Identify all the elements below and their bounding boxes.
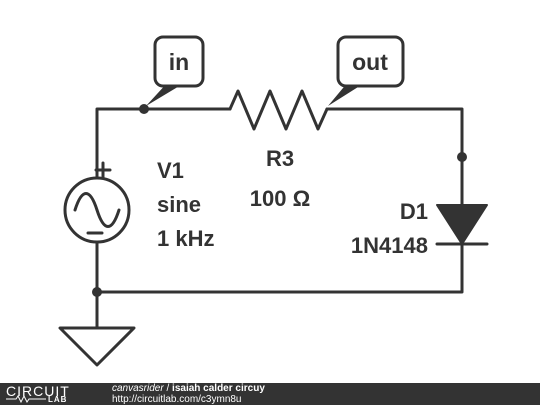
credit-separator: / (163, 383, 173, 394)
r3-name-label: R3 (266, 146, 294, 171)
circuit-url-link[interactable]: http://circuitlab.com/c3ymn8u (112, 394, 242, 405)
r3-value-label: 100 Ω (250, 186, 310, 211)
v1-type-label: sine (157, 192, 201, 217)
ground-symbol (58, 326, 136, 367)
d1-name-label: D1 (400, 199, 428, 224)
v1-freq-label: 1 kHz (157, 226, 214, 251)
circuitlab-logo[interactable]: CIRCUIT LAB (6, 383, 92, 404)
wire-top-left (95, 107, 232, 180)
circuit-title-link[interactable]: isaiah calder circuy (172, 383, 265, 394)
logo-resistor-icon (6, 395, 46, 403)
diode-d1-symbol (435, 204, 489, 246)
resistor-r3-symbol (228, 89, 329, 131)
author-link[interactable]: canvasrider (112, 383, 164, 394)
logo-word: CIRCUIT (6, 383, 70, 399)
logo-sub: LAB (48, 395, 68, 404)
net-label-out-text: out (352, 49, 388, 75)
junction-dot-bottom (92, 287, 102, 297)
net-label-in-text: in (169, 49, 189, 75)
wire-diode-bottom (95, 242, 464, 294)
sine-source-v1-symbol (63, 161, 131, 244)
credit-line: canvasrider / isaiah calder circuy (112, 383, 265, 394)
v1-name-label: V1 (157, 158, 184, 183)
d1-part-label: 1N4148 (351, 233, 428, 258)
net-label-in[interactable]: in (146, 35, 205, 106)
junction-dot-in (139, 104, 149, 114)
footer-bar: CIRCUIT LAB canvasrider / isaiah calder … (0, 383, 540, 405)
net-label-out[interactable]: out (328, 35, 405, 106)
junction-dot-right (457, 152, 467, 162)
wire-top-right (325, 107, 464, 207)
schematic-canvas: in out V1 sine 1 kHz R3 100 Ω D1 1N4148 (58, 35, 489, 367)
